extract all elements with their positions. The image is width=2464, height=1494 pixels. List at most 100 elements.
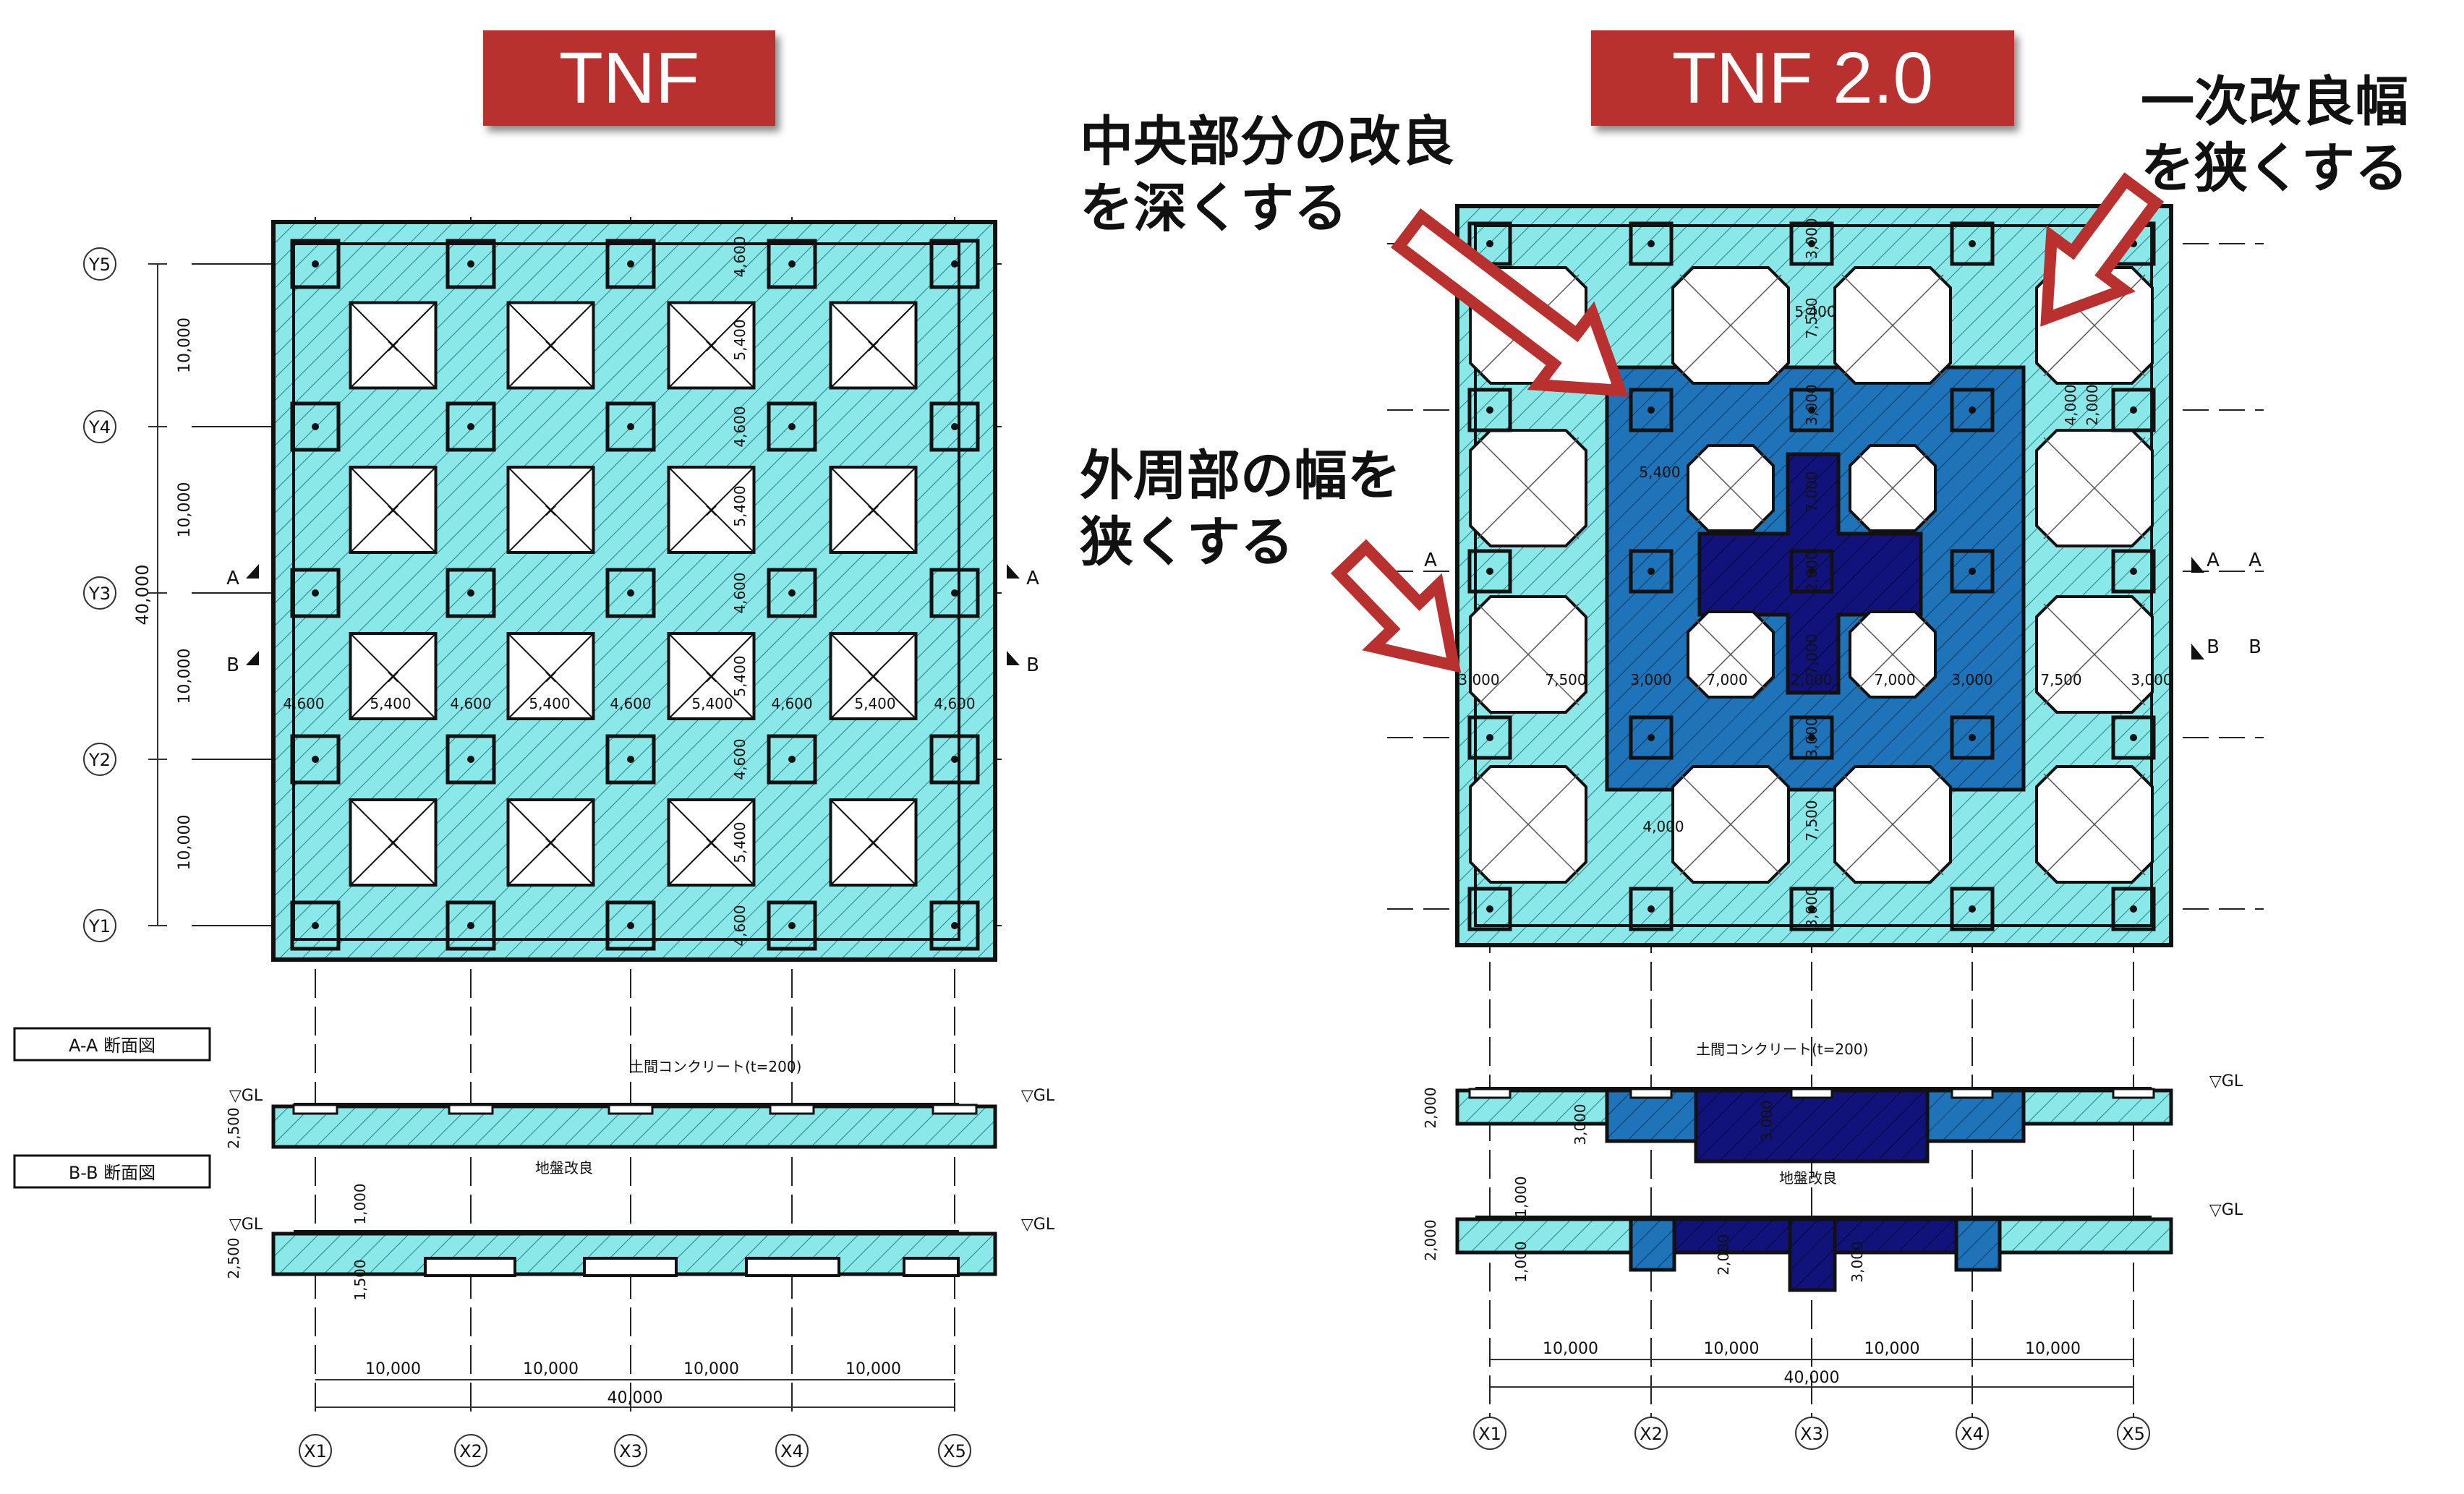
axis-x-bubble-circle — [1634, 1417, 1668, 1450]
column-footing — [2111, 715, 2156, 760]
void-cell-diag-b — [830, 302, 917, 389]
column-dot — [2130, 406, 2137, 414]
column-footing — [2111, 388, 2156, 432]
aa-footing — [1951, 1088, 1994, 1099]
axis-y-bubble-circle — [83, 247, 116, 281]
column-footing — [290, 734, 341, 785]
column-footing — [446, 401, 496, 452]
column-footing — [1467, 715, 1512, 760]
column-dot — [1647, 734, 1655, 741]
aa-footing — [769, 1104, 815, 1115]
dim-col-label: 4,600 — [771, 695, 812, 712]
column-footing — [1467, 388, 1512, 432]
void-cell-diag-b — [349, 799, 437, 886]
column-footing — [929, 239, 980, 289]
section-b-right: B — [2207, 636, 2220, 658]
dim-col-label: 7,000 — [1874, 671, 1915, 688]
column-footing — [290, 401, 341, 452]
section-a-far-right: A — [2248, 550, 2261, 571]
callout-outer-line1: 外周部の幅を — [1080, 445, 1401, 507]
aa-footing — [932, 1104, 978, 1115]
bb-gl-right: ▽GL — [2209, 1201, 2243, 1219]
void-cell-x-mark: × — [866, 832, 882, 854]
column-dot — [1647, 406, 1655, 414]
axis-x-bubble: X2 — [1640, 1424, 1663, 1444]
dim-horizontal-span: 10,000 — [1704, 1340, 1760, 1358]
void-cell-diag-b — [1841, 274, 1944, 377]
section-a-right: A — [1026, 568, 1039, 589]
column-dot — [1969, 905, 1976, 913]
dim-row-label: 4,600 — [731, 572, 749, 613]
void-cell-diag-b — [2043, 603, 2146, 706]
column-dot — [788, 423, 796, 430]
dim-row-label: 4,600 — [731, 236, 749, 277]
column-dot — [788, 260, 796, 268]
dim-row-label: 3,000 — [1803, 717, 1820, 758]
dim-row-label: 3,000 — [1803, 887, 1820, 928]
dim-row-label: 4,600 — [731, 905, 749, 946]
dim-col-label: 4,600 — [450, 695, 491, 712]
dim-small: 5,400 — [1794, 303, 1836, 320]
section-b-arrow-right — [2191, 644, 2204, 660]
void-cell-x-mark: × — [543, 336, 559, 357]
bb-gl-left: ▽GL — [229, 1216, 263, 1234]
dim-horizontal-span: 10,000 — [523, 1360, 579, 1378]
section-a-right: A — [2207, 550, 2220, 571]
void-cell-x-mark: × — [385, 832, 401, 854]
dim-col-label: 7,500 — [2040, 671, 2081, 688]
bb-depth: 2,500 — [225, 1237, 242, 1279]
column-dot — [312, 756, 319, 763]
axis-x-bubble: X3 — [1800, 1424, 1823, 1444]
void-cell-diag-b — [349, 466, 437, 553]
dim-col-label: 3,000 — [1458, 671, 1499, 688]
void-cell-diag-b — [507, 799, 594, 886]
column-dot — [1486, 406, 1493, 414]
dim-row-label: 7,500 — [1803, 297, 1820, 338]
axis-x-bubble: X1 — [304, 1441, 327, 1461]
dim-col-label: 3,000 — [2131, 671, 2172, 688]
slab-outline — [1474, 224, 2153, 927]
column-dot — [1486, 734, 1493, 741]
section-b-right: B — [1026, 654, 1039, 676]
column-footing — [290, 239, 341, 289]
section-a-arrow-right — [2191, 557, 2204, 573]
column-dot — [312, 423, 319, 430]
void-cell-x-mark: × — [543, 500, 559, 521]
aa-title-box — [13, 1027, 211, 1062]
column-dot — [467, 922, 474, 929]
dim-col-label: 3,000 — [1630, 671, 1671, 688]
void-cell-diag-b — [349, 302, 437, 389]
tnf2-title-banner: TNF 2.0 — [1591, 30, 2014, 126]
void-cell-x-mark: × — [704, 500, 720, 521]
column-footing — [767, 734, 817, 785]
column-footing — [929, 401, 980, 452]
column-dot — [627, 423, 634, 430]
callout-outer-narrow: 外周部の幅を 狭くする — [1080, 443, 1401, 576]
void-cell-x-mark: × — [385, 666, 401, 688]
void-cell-diag-b — [1694, 618, 1767, 691]
void-cell-diag-b — [668, 799, 755, 886]
tnf2-drawing: 3,0007,5003,0007,0002,0007,0003,0007,500… — [1387, 204, 2264, 1450]
column-footing — [605, 734, 656, 785]
dim-col-label: 5,400 — [854, 695, 895, 712]
column-dot — [467, 756, 474, 763]
column-dot — [1808, 905, 1815, 913]
column-dot — [1969, 568, 1976, 575]
void-cell-diag-b — [1477, 773, 1580, 876]
void-cell-diag-b — [1679, 274, 1782, 377]
aa-footing — [1629, 1088, 1673, 1099]
column-footing — [1950, 221, 1995, 266]
bb-section-notch — [424, 1257, 516, 1277]
void-cell-diag-b — [668, 633, 755, 720]
aa-depth: 2,500 — [225, 1107, 242, 1148]
dim-row-label: 3,000 — [1803, 218, 1820, 259]
column-dot — [951, 756, 958, 763]
axis-x-bubble: X2 — [459, 1441, 482, 1461]
axis-x-bubble-circle — [2117, 1417, 2150, 1450]
void-cell-diag-b — [668, 466, 755, 553]
dim-small: 4,000 — [1642, 818, 1684, 835]
dim-vertical-span: 10,000 — [176, 482, 194, 538]
axis-y-bubble: Y3 — [88, 584, 111, 604]
void-cell-diag-b — [507, 466, 594, 553]
